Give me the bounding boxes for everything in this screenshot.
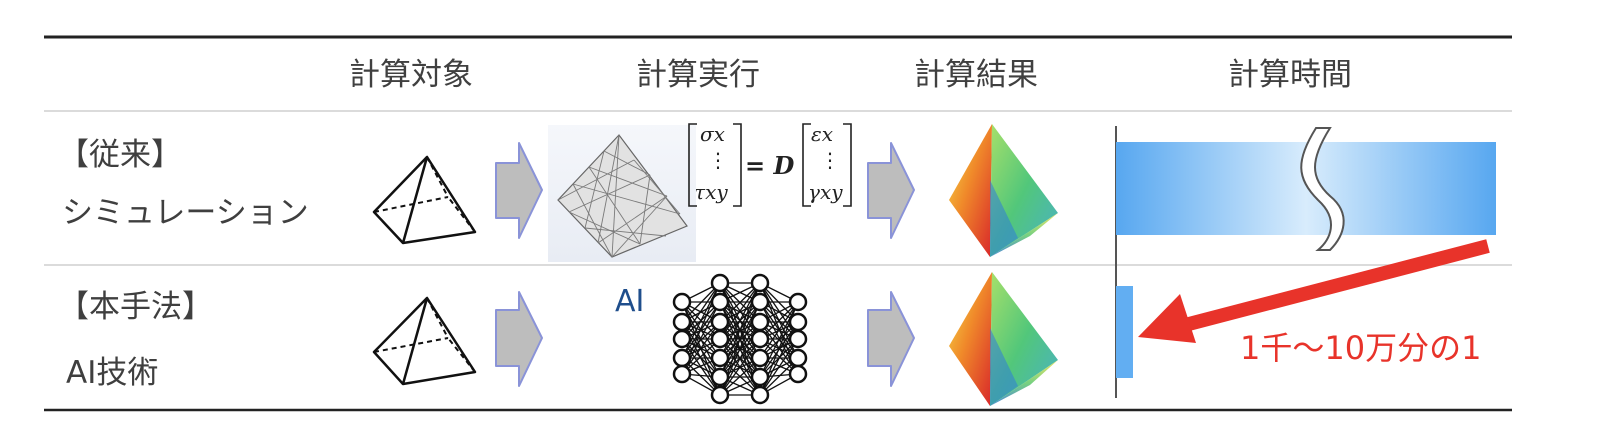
header-result: 計算結果: [914, 57, 1038, 93]
row-proposed-tag: 【本手法】: [58, 289, 213, 325]
nn-node: [710, 292, 730, 312]
nn-node: [710, 367, 730, 387]
eq-rhs-bottom: γxy: [808, 180, 843, 204]
nn-node: [710, 329, 730, 349]
nn-node: [788, 364, 808, 384]
nn-node: [710, 385, 730, 405]
nn-node: [788, 348, 808, 368]
eq-operator: = D: [745, 151, 795, 180]
reduction-arrow: [1138, 239, 1490, 343]
nn-node: [672, 348, 692, 368]
nn-node: [750, 292, 770, 312]
nn-node: [710, 273, 730, 293]
wireframe-pyramid-icon: [372, 155, 477, 245]
nn-connection: [719, 282, 761, 340]
nn-node: [672, 329, 692, 349]
ai-result-pyramid-icon: [949, 272, 1058, 406]
nn-node: [750, 385, 770, 405]
neural-network-icon: [672, 273, 808, 405]
eq-lhs-bottom: τxy: [694, 180, 728, 204]
eq-rhs-dots: ⋮: [820, 148, 840, 172]
nn-node: [750, 367, 770, 387]
nn-connection: [681, 321, 721, 375]
row-conventional-tag: 【従来】: [58, 137, 182, 173]
nn-node: [750, 312, 770, 332]
nn-connection: [681, 321, 721, 378]
simulation-time-bar: [1116, 127, 1496, 251]
eq-rhs-top: εx: [811, 122, 834, 146]
process-arrow-icon: [867, 291, 915, 387]
nn-connection: [759, 282, 799, 340]
nn-connection: [719, 338, 761, 396]
process-arrow-icon: [495, 291, 543, 387]
process-arrow-icon: [867, 142, 915, 239]
nn-node: [672, 364, 692, 384]
nn-connection: [719, 282, 761, 323]
nn-connection: [719, 282, 761, 359]
nn-node: [710, 348, 730, 368]
nn-node: [672, 292, 692, 312]
ai-time-bar: [1116, 286, 1133, 378]
nn-node: [750, 273, 770, 293]
process-arrow-icon: [495, 142, 543, 239]
speedup-ratio-label: 1千～10万分の1: [1240, 329, 1482, 367]
fem-mesh-icon: [548, 125, 696, 262]
nn-node: [788, 329, 808, 349]
equation-brackets: [688, 123, 852, 207]
row-proposed-name: AI技術: [66, 355, 159, 391]
stress-result-pyramid-icon: [949, 124, 1058, 257]
nn-node: [750, 348, 770, 368]
nn-node: [750, 329, 770, 349]
header-execution: 計算実行: [636, 57, 760, 93]
nn-node: [672, 312, 692, 332]
nn-connection: [759, 338, 799, 396]
nn-node: [788, 312, 808, 332]
nn-connection: [681, 282, 721, 340]
nn-connection: [759, 301, 799, 359]
row-conventional-name: シミュレーション: [62, 195, 309, 231]
ai-label: AI: [615, 284, 645, 319]
eq-lhs-top: σx: [700, 122, 725, 146]
eq-lhs-dots: ⋮: [708, 148, 728, 172]
wireframe-pyramid-icon: [372, 296, 477, 386]
header-time: 計算時間: [1228, 57, 1352, 93]
nn-node: [710, 312, 730, 332]
header-target: 計算対象: [349, 57, 473, 93]
nn-node: [788, 292, 808, 312]
